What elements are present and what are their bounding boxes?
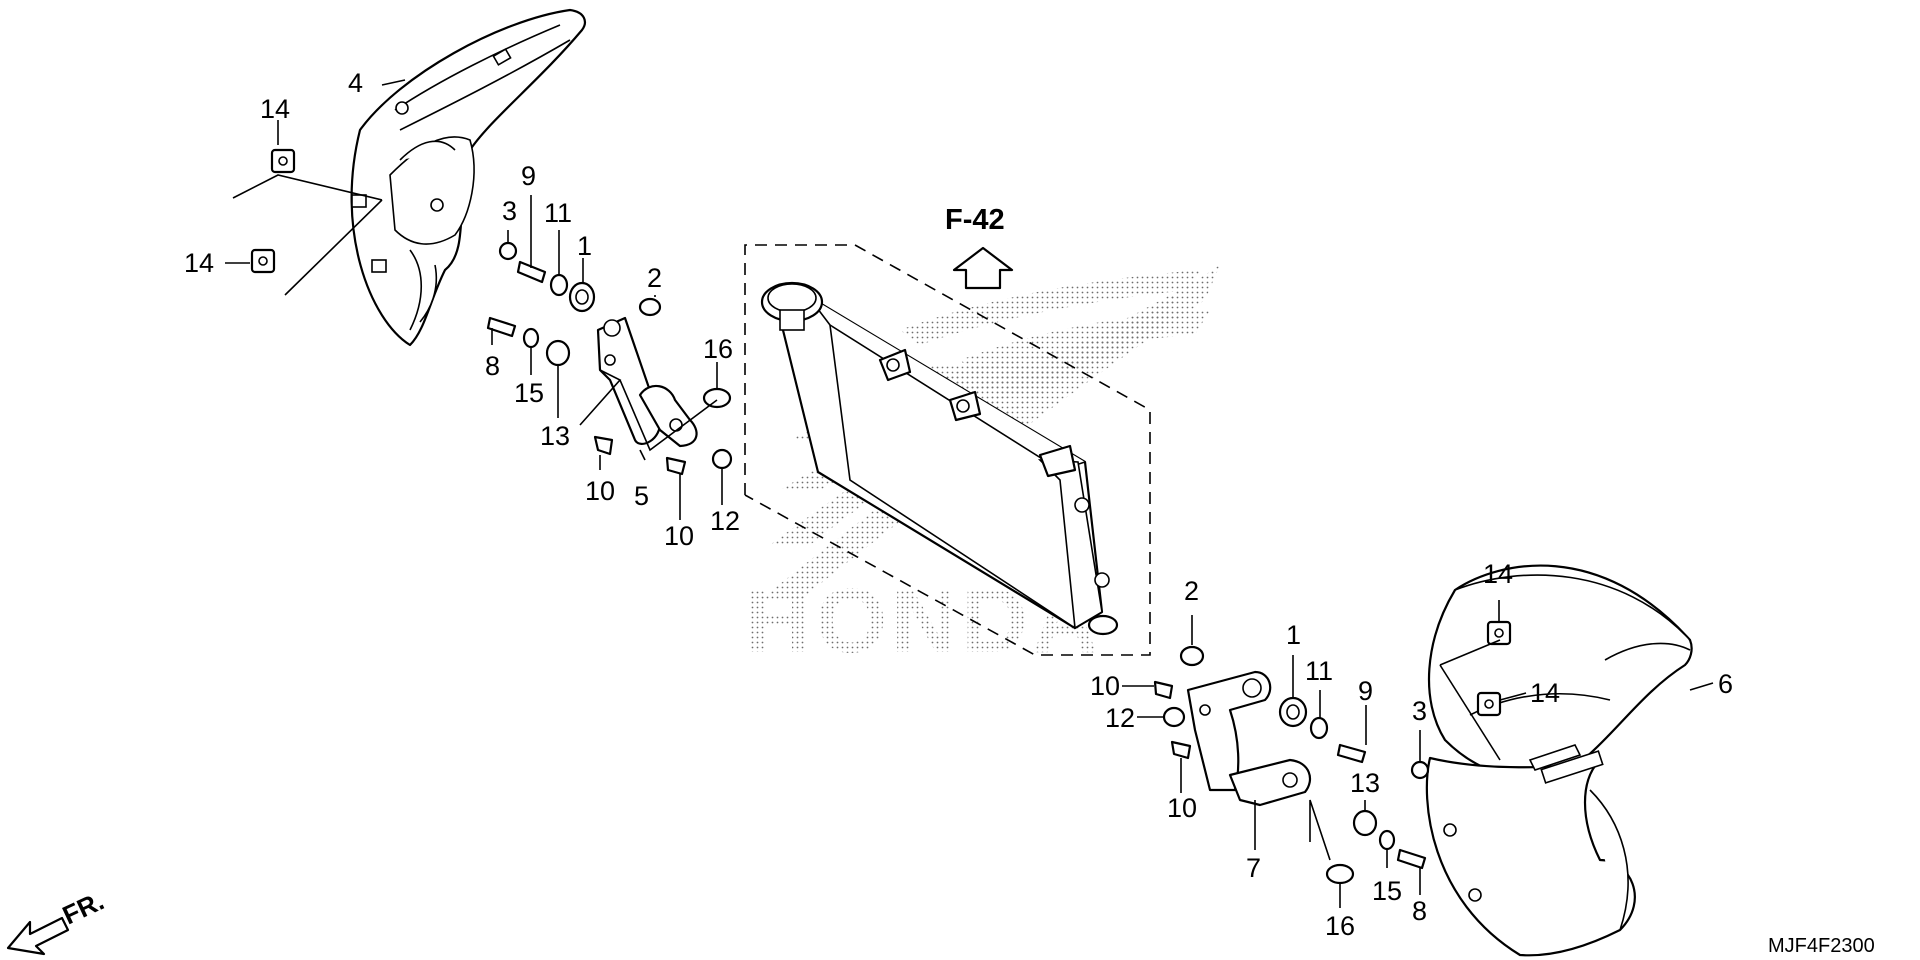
callout-10-left-b: 10	[664, 521, 694, 551]
callout-3-right: 3	[1412, 696, 1427, 726]
washer-15-left	[522, 327, 540, 349]
callout-14-left-b: 14	[184, 248, 214, 278]
drawing-code: MJF4F2300	[1768, 935, 1875, 957]
callout-9-right: 9	[1358, 676, 1373, 706]
callout-14-left-a: 14	[260, 94, 290, 124]
bolt-8-right	[1396, 848, 1427, 870]
grommet-16-right	[1325, 863, 1355, 885]
callout-13-right: 13	[1350, 768, 1380, 798]
collar-2-right	[1179, 645, 1205, 667]
washer-11-left	[549, 273, 569, 297]
bolt-9-left	[516, 260, 547, 284]
grommet-13-left	[545, 339, 571, 367]
bolt-10-left-b	[665, 456, 687, 476]
left-radiator-shroud	[350, 8, 586, 347]
collar-3-left	[498, 241, 518, 261]
callout-labels: 4 14 14 3 9 11 1 2 16 8 15 13 10 5 10 12…	[184, 68, 1733, 941]
callout-3-left: 3	[502, 196, 517, 226]
washer-11-right	[1309, 716, 1329, 740]
left-bracket	[596, 316, 698, 448]
callout-1-left: 1	[577, 231, 592, 261]
callout-10-right-b: 10	[1167, 793, 1197, 823]
grommet-13-right	[1352, 809, 1378, 837]
leader-lines	[225, 79, 1714, 908]
bolt-10-right-a	[1153, 680, 1174, 700]
bolt-9-right	[1336, 743, 1367, 764]
washer-15-right	[1378, 829, 1396, 851]
callout-14-right-a: 14	[1483, 559, 1513, 589]
bolt-10-right-b	[1170, 740, 1192, 760]
reference-label: F-42	[945, 204, 1005, 236]
radiator-reference-group: F-42	[744, 204, 1151, 656]
right-radiator-shroud	[1425, 564, 1693, 957]
washer-12-left	[711, 448, 733, 470]
reference-dashed-outline	[744, 244, 1151, 656]
callout-7: 7	[1246, 853, 1261, 883]
collar-3-right	[1410, 760, 1430, 780]
bolt-10-left-a	[593, 435, 614, 456]
callout-2-right: 2	[1184, 576, 1199, 606]
bolt-8-left	[486, 316, 517, 338]
callout-2-left: 2	[647, 263, 662, 293]
callout-8-left: 8	[485, 351, 500, 381]
front-direction-indicator: FR.	[6, 886, 109, 956]
callout-16-left: 16	[703, 334, 733, 364]
right-bracket	[1186, 670, 1312, 807]
radiator	[760, 281, 1119, 636]
collar-2-left	[638, 297, 662, 317]
callout-10-right-a: 10	[1090, 671, 1120, 701]
callout-15-right: 15	[1372, 876, 1402, 906]
callout-12-right: 12	[1105, 703, 1135, 733]
callout-4: 4	[348, 68, 363, 98]
grommet-16-left	[702, 387, 732, 409]
front-arrow-icon	[6, 916, 70, 956]
callout-12-left: 12	[710, 506, 740, 536]
callout-5: 5	[634, 481, 649, 511]
callout-6: 6	[1718, 669, 1733, 699]
callout-8-right: 8	[1412, 896, 1427, 926]
washer-12-right	[1162, 706, 1186, 728]
callout-14-right-b: 14	[1530, 678, 1560, 708]
callout-16-right: 16	[1325, 911, 1355, 941]
callout-9-left: 9	[521, 161, 536, 191]
up-arrow-icon	[952, 246, 1014, 290]
callout-11-right: 11	[1305, 656, 1333, 686]
callout-11-left: 11	[544, 198, 572, 228]
callout-10-left-a: 10	[585, 476, 615, 506]
callout-13-left: 13	[540, 421, 570, 451]
callout-15-left: 15	[514, 378, 544, 408]
callout-1-right: 1	[1286, 620, 1301, 650]
